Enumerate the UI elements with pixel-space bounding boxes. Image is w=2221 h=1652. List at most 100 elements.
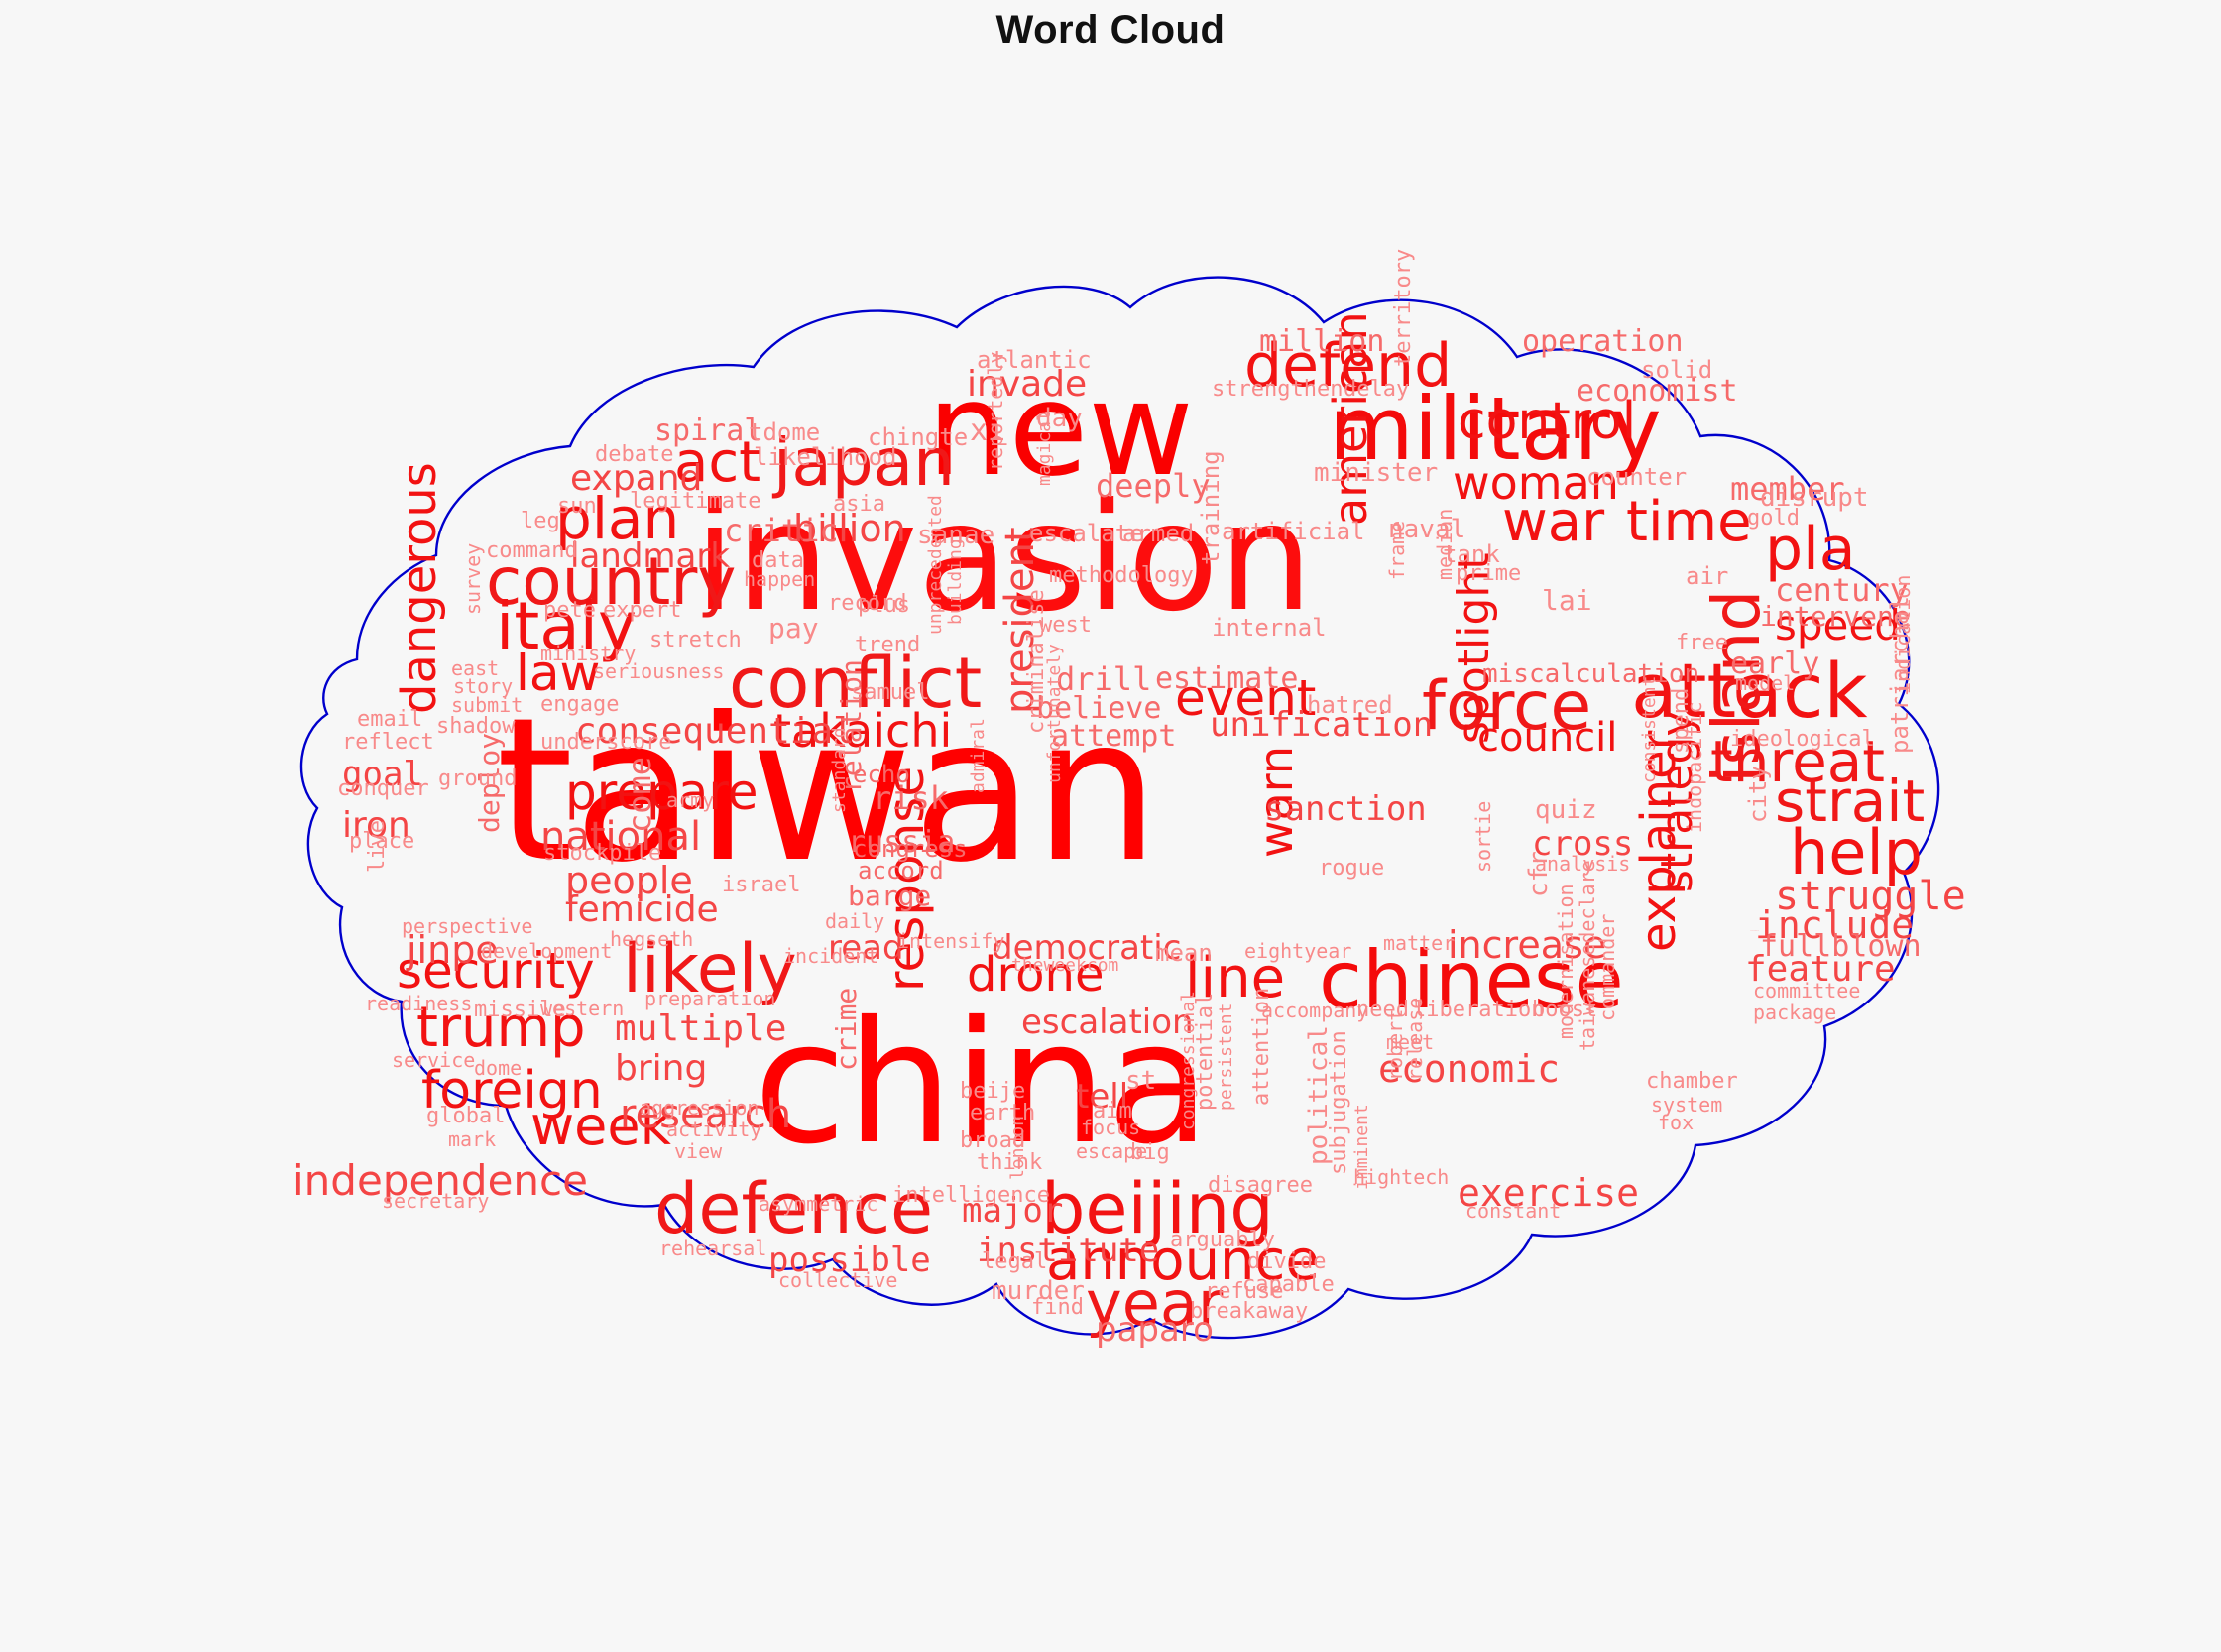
wordcloud-word: landmark: [570, 536, 731, 576]
wordcloud-word: meet: [1386, 1030, 1435, 1054]
wordcloud-word: solid: [1641, 356, 1713, 384]
wordcloud-word: imminent: [1351, 1104, 1372, 1190]
wordcloud-word: territory: [1391, 248, 1416, 367]
wordcloud-word: fullblownmatter: [1750, 931, 1760, 932]
wordcloud-word: million: [1259, 324, 1385, 359]
wordcloud-word: stretch: [649, 628, 742, 652]
wordcloud-word: frame: [1385, 520, 1409, 580]
wordcloud-word: preparation: [644, 987, 776, 1010]
wordcloud-word: speed: [1775, 601, 1901, 649]
wordcloud-word: war: [1502, 490, 1605, 554]
wordcloud-word: fox: [1658, 1111, 1695, 1134]
wordcloud-word: west: [1039, 613, 1092, 638]
wordcloud-word: dangerous: [392, 462, 447, 714]
wordcloud-word: engage: [540, 692, 620, 717]
wordcloud-word: asymmetric: [759, 1192, 878, 1216]
wordcloud-word: russia: [848, 825, 956, 860]
wordcloud-word: sanction: [1264, 789, 1427, 829]
wordcloud-word: plan: [555, 485, 680, 552]
wordcloud-word: reflect: [342, 730, 434, 755]
wordcloud-word: refuse: [1205, 1279, 1284, 1304]
wordcloud-word: israel: [722, 873, 801, 897]
wordcloud-word: lai: [1542, 584, 1592, 617]
wordcloud-word: building: [945, 538, 966, 625]
wordcloud-word: theweekcom: [1011, 955, 1119, 976]
wordcloud-word: new: [927, 354, 1194, 505]
wordcloud-word: submit: [451, 693, 524, 717]
wordcloud-word: delay: [1344, 377, 1410, 402]
wordcloud-word: iron: [342, 805, 410, 846]
wordcloud-word: gold: [1747, 506, 1800, 531]
wordcloud-word: escalation: [1021, 1003, 1194, 1042]
wordcloud-word: constant: [1465, 1199, 1562, 1223]
wordcloud-word: london: [1007, 1115, 1028, 1180]
wordcloud-word: expert: [603, 598, 682, 623]
wordcloud-word: shadow: [436, 714, 516, 739]
wordcloud-word: law: [516, 645, 601, 702]
wordcloud-word: disrupt: [1760, 483, 1869, 513]
wordcloud-word: prime: [1456, 561, 1522, 586]
wordcloud-word: beijing: [1041, 1168, 1274, 1249]
wordcloud-word: people: [565, 859, 693, 902]
wordcloud-word: echo: [853, 761, 910, 788]
wordcloud-word: dome: [474, 1056, 523, 1080]
wordcloud-word: pete: [543, 598, 596, 623]
wordcloud-word: invade: [967, 364, 1088, 405]
wordcloud-word: congress: [853, 835, 968, 863]
wordcloud-word: analysis: [1535, 852, 1631, 876]
wordcloud-word: sortie: [1471, 800, 1495, 873]
wordcloud-word: happen: [744, 567, 816, 591]
wordcloud-word: pla: [1765, 515, 1856, 584]
wordcloud-word: collective: [778, 1268, 898, 1292]
wordcloud-word: need: [1356, 998, 1409, 1022]
wordcloud-word: seriousness: [593, 659, 725, 683]
wordcloud-word: threat: [1710, 728, 1886, 795]
wordcloud-word: drill: [1056, 660, 1152, 698]
wordcloud-word: liberation: [1413, 998, 1545, 1022]
wordcloud-word: committee: [1753, 979, 1861, 1003]
wordcloud-word: samuel: [851, 680, 930, 705]
wordcloud-word: conquer: [337, 776, 429, 801]
wordcloud-word: tdome: [749, 418, 821, 446]
wordcloud-word: institute: [977, 1231, 1160, 1270]
wordcloud-word: line: [1185, 946, 1286, 1010]
wordcloud-word: chingte: [868, 423, 969, 451]
wordcloud-word: daily: [825, 909, 885, 933]
wordcloud-word: come: [621, 756, 658, 833]
wordcloud-word: chamber: [1646, 1069, 1738, 1094]
wordcloud-word: underscore: [540, 730, 672, 755]
wordcloud-word: sanae: [917, 521, 995, 550]
wordcloud-word: package: [1753, 1001, 1837, 1024]
wordcloud-word: breakaway: [1190, 1299, 1309, 1324]
wordcloud-word: quiz: [1535, 795, 1597, 825]
wordcloud-word: trump: [416, 996, 586, 1060]
wordcloud-word: military: [1329, 378, 1662, 480]
wordcloud-word: conflict: [729, 643, 983, 724]
wordcloud-word: intelligence: [892, 1183, 1050, 1208]
wordcloud-word: view: [674, 1139, 723, 1163]
wordcloud-word: earth: [970, 1101, 1036, 1125]
wordcloud-word: independence: [292, 1156, 588, 1205]
wordcloud-word: command: [486, 538, 578, 563]
wordcloud-word: escape: [1076, 1139, 1148, 1163]
wordcloud-word: event: [1175, 669, 1317, 727]
wordcloud-word: force: [1422, 667, 1592, 746]
wordcloud-word: economist: [1577, 374, 1738, 409]
wordcloud-word: national: [540, 814, 702, 860]
wordcloud-word: security: [397, 942, 595, 1000]
wordcloud-word: struggle: [1775, 874, 1966, 919]
wordcloud-word: activity: [666, 1118, 762, 1141]
wordcloud-word: pay: [768, 612, 819, 645]
wordcloud-word: trend: [855, 633, 921, 657]
wordcloud-word: country: [486, 543, 737, 620]
wordcloud-word: expand: [570, 458, 703, 499]
wordcloud-word: missile: [474, 998, 566, 1022]
wordcloud-word: magical: [1034, 411, 1055, 486]
wordcloud-word: ground: [438, 767, 518, 791]
wordcloud-word: development: [481, 939, 613, 963]
wordcloud-word: mark: [448, 1127, 497, 1151]
wordcloud-word: divide: [1247, 1249, 1327, 1274]
wordcloud-word: possible: [768, 1240, 931, 1280]
wordcloud-word: intensify: [897, 929, 1005, 953]
